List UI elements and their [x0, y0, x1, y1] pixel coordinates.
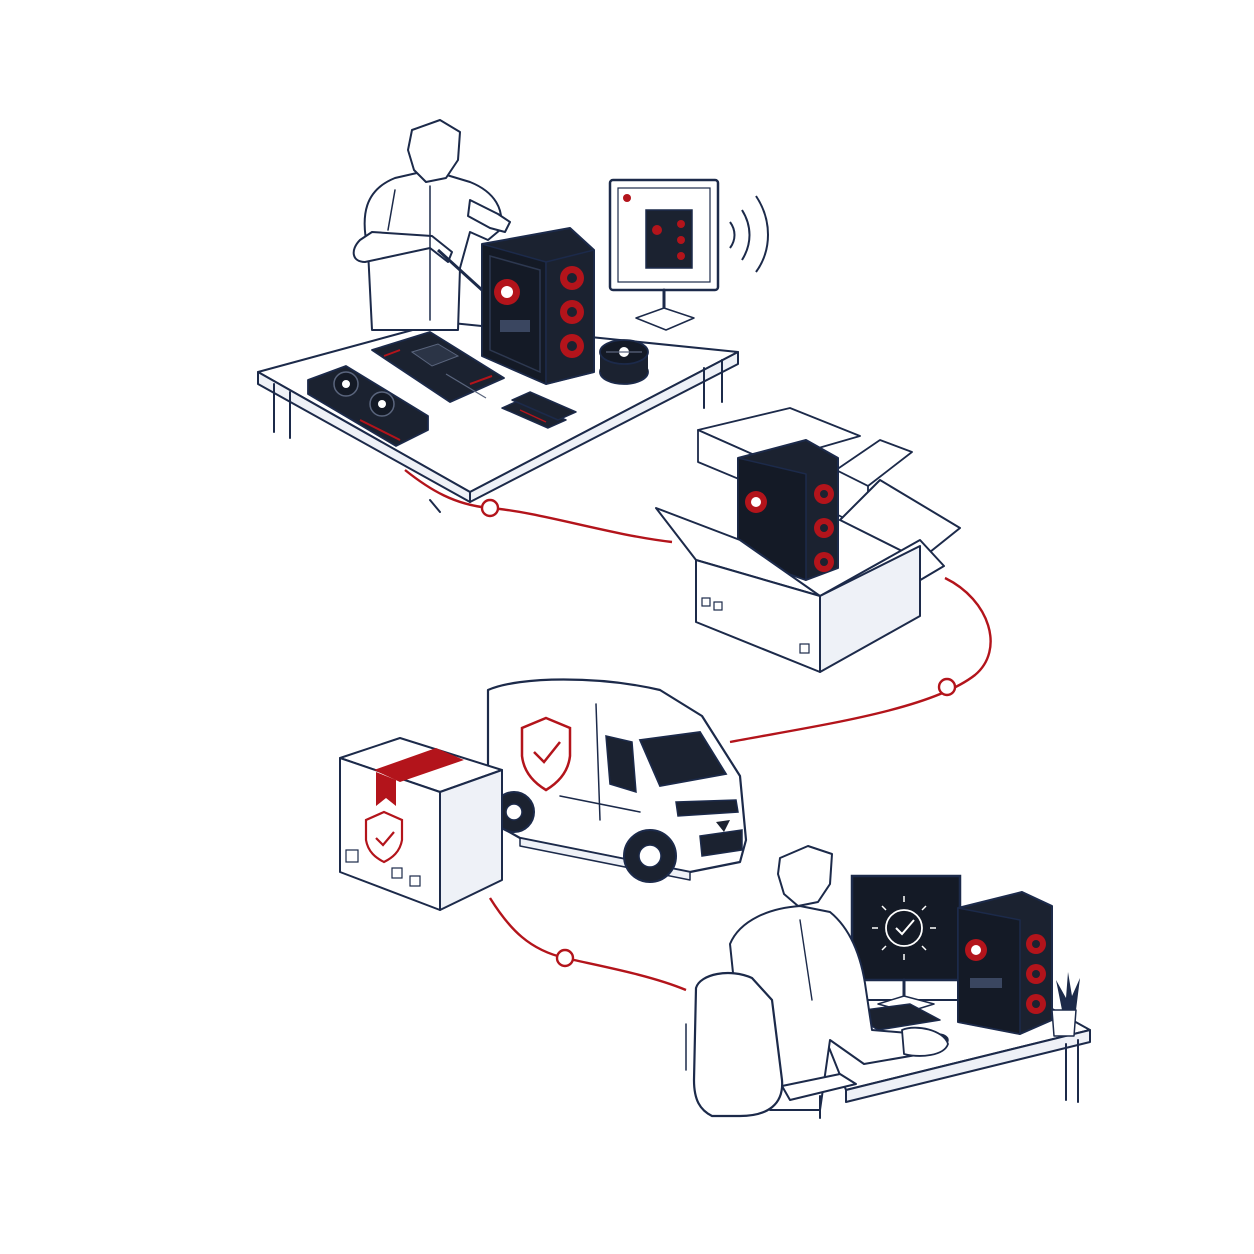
- cpu-cooler-icon: [599, 339, 649, 385]
- path-segment-1: [404, 469, 673, 544]
- technician-figure: [352, 119, 511, 331]
- handling-symbols-icon: [345, 849, 421, 887]
- monitor-icon: [608, 178, 720, 331]
- delivery-van-icon: [486, 678, 748, 883]
- plant-icon: [1051, 972, 1080, 1037]
- scene-secure-delivery: [339, 678, 748, 911]
- graphics-card-icon: [307, 365, 429, 447]
- motherboard-icon: [371, 331, 505, 403]
- path-nodes: [480, 498, 957, 968]
- office-chair-icon: [685, 971, 857, 1119]
- ram-stick-icon: [501, 391, 577, 429]
- scene-customer-setup: [685, 845, 1091, 1119]
- scene-technician-assembly: [257, 119, 769, 513]
- monitor-check-icon: [850, 874, 962, 1013]
- van-wheel-front: [623, 829, 677, 883]
- scene-packaging: [655, 407, 961, 673]
- fragile-symbol-icon: [701, 597, 810, 654]
- path-segment-2: [729, 576, 992, 744]
- path-node-2: [937, 677, 957, 697]
- path-node-3: [555, 948, 575, 968]
- pc-case-icon: [481, 227, 595, 385]
- wireless-signal-icon: [729, 195, 769, 273]
- path-node-1: [480, 498, 500, 518]
- shipping-box-icon: [655, 407, 961, 673]
- pc-case-icon: [957, 891, 1053, 1035]
- shield-check-icon: [364, 810, 404, 864]
- parcel-icon: [339, 737, 503, 911]
- path-segment-3: [488, 897, 687, 992]
- van-wheel-rear: [493, 791, 535, 833]
- shield-check-icon: [520, 716, 572, 792]
